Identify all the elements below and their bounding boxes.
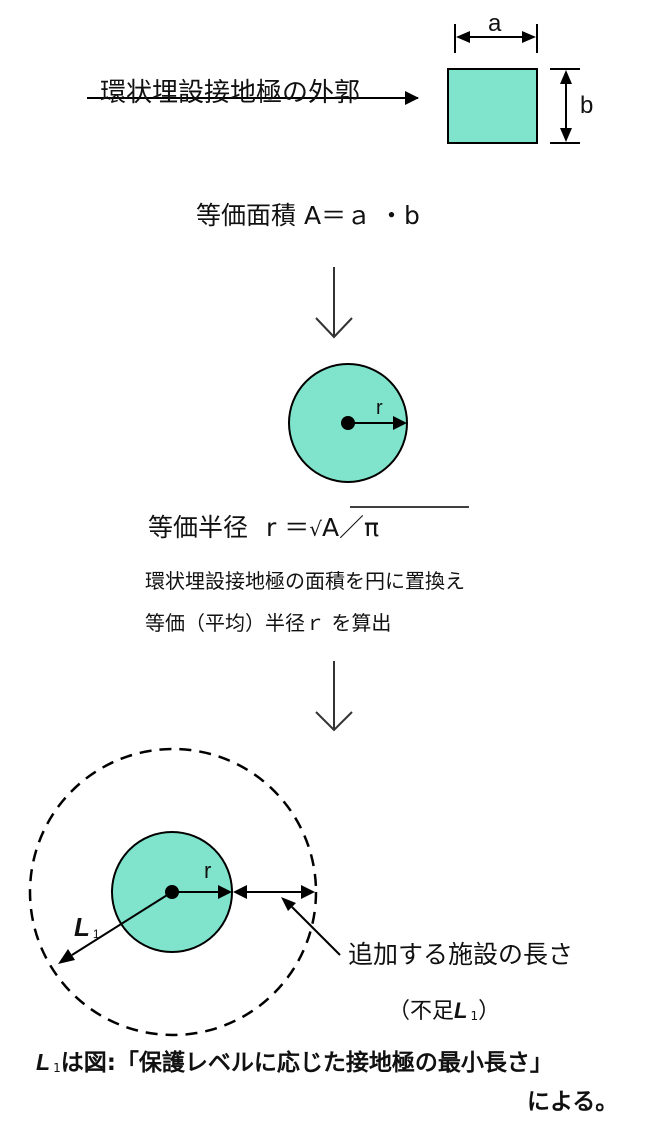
footnote-line-2: による。	[527, 1089, 619, 1115]
note-text: は図:「保護レベルに応じた接地極の最小長さ」	[60, 1050, 553, 1076]
radius-arrow-2	[172, 885, 232, 899]
shortfall-subscript: 1	[470, 1009, 479, 1023]
down-arrow-2	[315, 661, 353, 732]
radius-prefix: 等価半径	[148, 513, 249, 542]
explanation-line-1: 環状埋設接地極の面積を円に置換え	[145, 569, 465, 593]
equivalent-circle	[288, 363, 408, 483]
down-arrow-1	[315, 267, 353, 339]
note-L-subscript: 1	[53, 1061, 61, 1075]
added-length-callout: 追加する施設の長さ	[348, 940, 574, 969]
dimension-a	[454, 24, 538, 53]
note-L-symbol: L	[36, 1049, 51, 1075]
area-expression: A＝ａ ・b	[303, 201, 420, 230]
explanation-line-2: 等価（平均）半径ｒ を算出	[145, 611, 392, 635]
radius-label-1: r	[376, 397, 383, 419]
shortfall-close: ）	[478, 999, 501, 1024]
radius-lhs: r ＝	[265, 513, 310, 542]
radius-label-2: r	[204, 858, 212, 883]
shortfall-arrow	[233, 885, 315, 899]
L-symbol: L	[74, 912, 90, 942]
dimension-a-label: a	[488, 10, 502, 37]
sqrt-symbol: √	[309, 517, 322, 541]
required-length-circle	[28, 747, 318, 1037]
dimension-b	[550, 68, 580, 144]
equivalent-area-formula: 等価面積 A＝ａ ・b	[196, 196, 420, 232]
shortfall-open: （不足	[388, 999, 455, 1024]
equivalent-radius-formula: 等価半径 r ＝√A／π	[148, 508, 379, 544]
outer-perimeter-label: 環状埋設接地極の外郭	[100, 78, 361, 108]
L1-arrow	[58, 891, 173, 964]
dimension-b-label: b	[580, 92, 594, 119]
callout-pointer	[281, 897, 341, 956]
electrode-rectangle	[447, 68, 538, 144]
radicand: A／π	[321, 513, 380, 542]
area-prefix: 等価面積	[196, 201, 297, 230]
shortfall-L: L	[454, 998, 468, 1023]
L-subscript: 1	[92, 927, 100, 941]
